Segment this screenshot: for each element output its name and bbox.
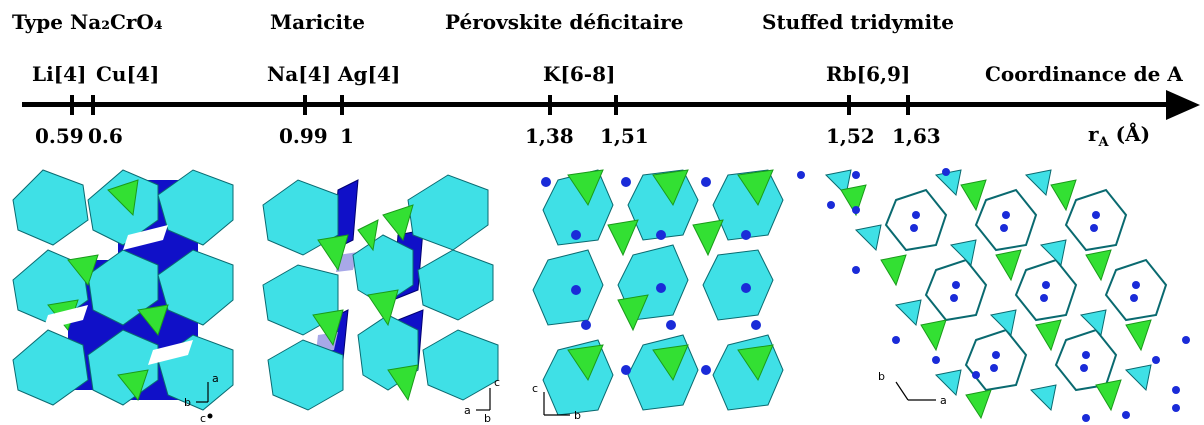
radius-na: 0.99	[279, 124, 328, 148]
a-site-atoms	[541, 177, 761, 375]
axis-label-a: a	[464, 404, 471, 417]
radius-cu: 0.6	[88, 124, 123, 148]
tick-151	[614, 95, 618, 115]
tick-rb	[847, 95, 851, 115]
a-site-atoms	[797, 168, 1190, 422]
cation-label-na: Na[4]	[267, 62, 332, 86]
axis-label-b: b	[184, 396, 191, 409]
axis-label-c: c	[532, 382, 538, 395]
cation-label-cu: Cu[4]	[96, 62, 160, 86]
axis-label-b: b	[484, 412, 491, 422]
axis-label-c: c	[494, 376, 500, 389]
structure-panel-perovskite: c b	[532, 169, 784, 422]
hex-rings	[884, 188, 1168, 392]
axis-variable-label: rA (Å)	[1088, 122, 1151, 150]
tick-na	[303, 95, 307, 115]
radius-li: 0.59	[35, 124, 84, 148]
cation-label-li: Li[4]	[32, 62, 87, 86]
radius-rb: 1,52	[826, 124, 875, 148]
heading-stuffed-tridymite: Stuffed tridymite	[762, 10, 955, 34]
polyhedra-na2cro4	[12, 169, 234, 411]
axis-arrowhead	[1166, 90, 1200, 120]
cation-label-rb: Rb[6,9]	[826, 62, 911, 86]
axis-line	[22, 102, 1172, 107]
structure-panel-maricite: c a b	[262, 174, 500, 422]
tick-k	[548, 95, 552, 115]
axes-indicator-1	[196, 382, 209, 403]
radius-ag: 1	[340, 124, 354, 148]
tick-ag	[340, 95, 344, 115]
axis-label-b: b	[878, 370, 885, 383]
cation-label-k: K[6-8]	[543, 62, 616, 86]
heading-na2cro4: Type Na₂CrO₄	[12, 10, 163, 34]
axis-label-b: b	[574, 409, 581, 422]
tick-li	[70, 95, 74, 115]
axis-label-a: a	[940, 394, 947, 407]
tick-163	[906, 95, 910, 115]
structure-panel-stuffed-tridymite: b a	[797, 168, 1190, 422]
radius-151: 1,51	[600, 124, 649, 148]
tick-cu	[91, 95, 95, 115]
cation-label-ag: Ag[4]	[338, 62, 401, 86]
heading-maricite: Maricite	[270, 10, 365, 34]
axis-label-c: c	[200, 412, 206, 422]
axis-label-a: a	[212, 372, 219, 385]
heading-perovskite: Pérovskite déficitaire	[445, 10, 684, 34]
axis-title: Coordinance de A	[985, 62, 1183, 86]
structure-panel-na2cro4: a b c	[12, 169, 234, 422]
radius-163: 1,63	[892, 124, 941, 148]
radius-k: 1,38	[525, 124, 574, 148]
